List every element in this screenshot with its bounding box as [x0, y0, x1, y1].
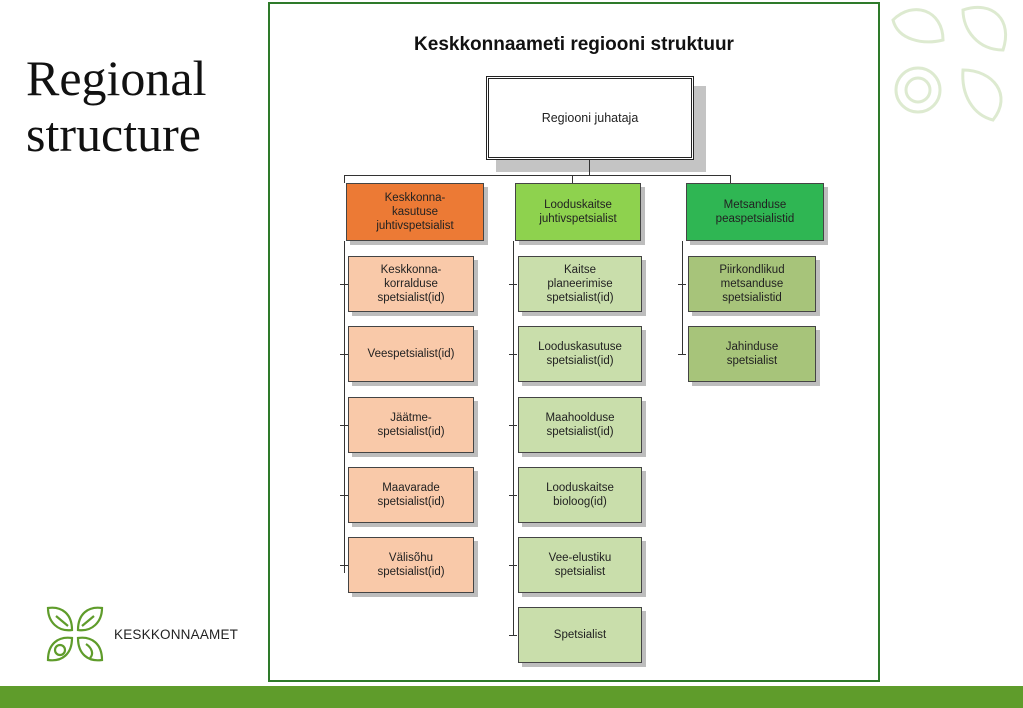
- connector-col2-tick: [509, 354, 517, 355]
- bottom-bar: [0, 686, 1023, 708]
- column-head-looduskaitse: Looduskaitse juhtivspetsialist: [515, 183, 641, 241]
- connector-col2-tick: [509, 635, 517, 636]
- org-node-col1: Keskkonna- korralduse spetsialist(id): [348, 256, 474, 312]
- org-node-col2: Looduskasutuse spetsialist(id): [518, 326, 642, 382]
- connector-col1-tick: [340, 284, 348, 285]
- connector-col3-spine: [682, 241, 683, 354]
- column-head-metsandus: Metsanduse peaspetsialistid: [686, 183, 824, 241]
- connector-col1-spine: [344, 241, 345, 573]
- keskkonnaamet-logo: KESKKONNAAMET: [44, 604, 238, 664]
- org-node-col2: Maahoolduse spetsialist(id): [518, 397, 642, 453]
- org-chart-title: Keskkonnaameti regiooni struktuur: [414, 34, 734, 55]
- org-node-col2: Spetsialist: [518, 607, 642, 663]
- org-chart-frame: Keskkonnaameti regiooni struktuur Regioo…: [268, 2, 880, 682]
- connector-col2-tick: [509, 425, 517, 426]
- connector-col1-tick: [340, 565, 348, 566]
- org-node-col1: Jäätme- spetsialist(id): [348, 397, 474, 453]
- leaf-pattern-decoration: [891, 5, 1008, 122]
- connector-root-bus: [344, 175, 730, 176]
- connector-root-col1: [344, 175, 345, 183]
- org-node-col3: Jahinduse spetsialist: [688, 326, 816, 382]
- org-node-col1: Välisõhu spetsialist(id): [348, 537, 474, 593]
- connector-col3-tick: [678, 284, 686, 285]
- org-node-col2: Looduskaitse bioloog(id): [518, 467, 642, 523]
- connector-col3-tick: [678, 354, 686, 355]
- org-node-col2: Kaitse planeerimise spetsialist(id): [518, 256, 642, 312]
- leaf-logo-icon: [46, 606, 104, 662]
- slide-title: Regional structure: [26, 50, 207, 162]
- logo-text: KESKKONNAAMET: [114, 626, 239, 642]
- root-box: Regiooni juhataja: [486, 76, 694, 160]
- connector-col2-spine: [513, 241, 514, 635]
- connector-col2-tick: [509, 495, 517, 496]
- connector-col2-tick: [509, 565, 517, 566]
- org-node-col3: Piirkondlikud metsanduse spetsialistid: [688, 256, 816, 312]
- connector-col1-tick: [340, 495, 348, 496]
- slide-title-line-1: Regional: [26, 50, 207, 106]
- connector-root-col2: [572, 175, 573, 183]
- slide-title-line-2: structure: [26, 106, 201, 162]
- connector-col1-tick: [340, 425, 348, 426]
- org-node-col2: Vee-elustiku spetsialist: [518, 537, 642, 593]
- org-node-col1: Veespetsialist(id): [348, 326, 474, 382]
- connector-col1-tick: [340, 354, 348, 355]
- connector-root-stem: [589, 160, 590, 176]
- org-node-col1: Maavarade spetsialist(id): [348, 467, 474, 523]
- column-head-keskkonnakasutus: Keskkonna- kasutuse juhtivspetsialist: [346, 183, 484, 241]
- connector-root-col3: [730, 175, 731, 183]
- connector-col2-tick: [509, 284, 517, 285]
